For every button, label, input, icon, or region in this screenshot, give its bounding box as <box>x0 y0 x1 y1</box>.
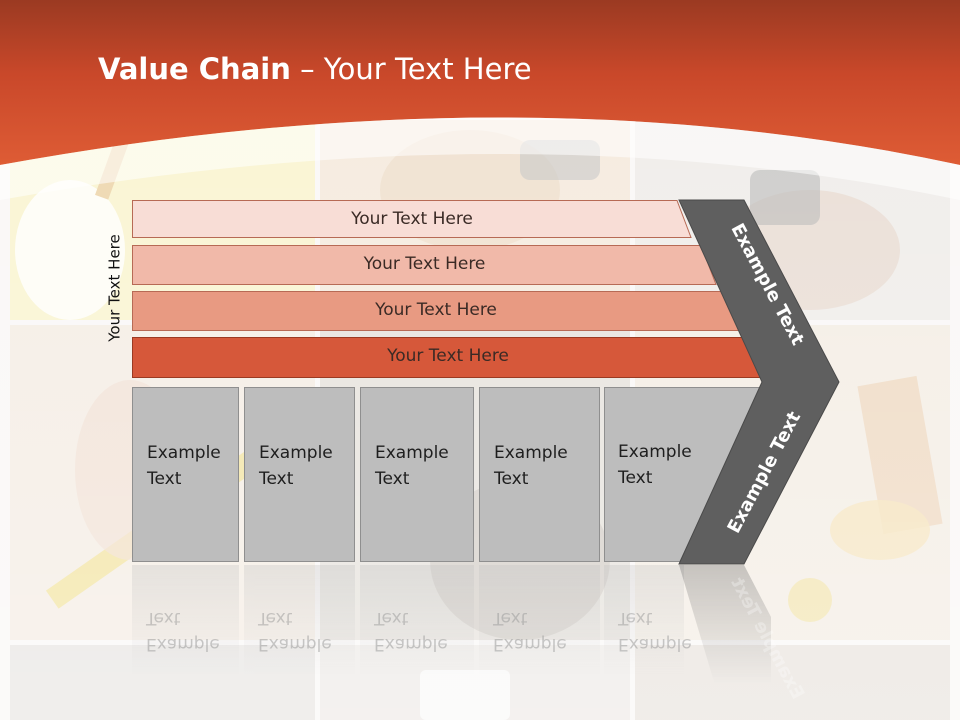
example-box-5: Example Text <box>604 387 764 562</box>
reflection-3-line1: Example <box>374 634 448 654</box>
title-rest: – Your Text Here <box>290 52 532 86</box>
example-box-1-reflection: Example Text <box>132 565 239 675</box>
header-banner <box>0 0 960 200</box>
example-box-3-reflection: Example Text <box>360 565 474 675</box>
band-1: Your Text Here <box>132 200 692 238</box>
reflection-1-line1: Example <box>146 634 220 654</box>
title-bold: Value Chain <box>98 52 291 86</box>
reflection-2-line1: Example <box>258 634 332 654</box>
example-box-4: Example Text <box>479 387 600 562</box>
example-box-4-line2: Text <box>494 469 529 489</box>
band-4-label: Your Text Here <box>387 346 509 366</box>
example-box-1: Example Text <box>132 387 239 562</box>
example-box-2-reflection: Example Text <box>244 565 355 675</box>
example-box-5-reflection: Example Text <box>604 565 692 675</box>
example-box-2: Example Text <box>244 387 355 562</box>
example-box-5-line2: Text <box>618 468 653 488</box>
band-3: Your Text Here <box>132 291 740 331</box>
example-box-3: Example Text <box>360 387 474 562</box>
chevron-arrow <box>678 199 840 565</box>
example-box-2-line2: Text <box>259 469 294 489</box>
example-box-1-line1: Example <box>147 443 221 463</box>
reflection-4-line1: Example <box>493 634 567 654</box>
band-2-shape <box>132 245 717 285</box>
band-1-shape <box>132 200 692 238</box>
vertical-label-text: Your Text Here <box>106 234 124 342</box>
slide-title: Value Chain – Your Text Here <box>98 52 532 86</box>
reflection-2-line2: Text <box>258 608 293 628</box>
example-box-2-line1: Example <box>259 443 333 463</box>
example-box-1-line2: Text <box>147 469 182 489</box>
reflection-3-line2: Text <box>374 608 409 628</box>
band-3-label: Your Text Here <box>375 300 497 320</box>
example-box-3-line1: Example <box>375 443 449 463</box>
example-box-3-line2: Text <box>375 469 410 489</box>
band-4: Your Text Here <box>132 337 764 378</box>
example-box-4-line1: Example <box>494 443 568 463</box>
band-2: Your Text Here <box>132 245 717 285</box>
band-2-label: Your Text Here <box>363 254 486 274</box>
reflection-1-line2: Text <box>146 608 181 628</box>
chevron-reflection <box>679 565 771 685</box>
vertical-label: Your Text Here <box>96 203 134 373</box>
band-1-label: Your Text Here <box>351 209 473 229</box>
reflection-4-line2: Text <box>493 608 528 628</box>
example-box-5-line1: Example <box>618 442 692 462</box>
example-box-4-reflection: Example Text <box>479 565 600 675</box>
